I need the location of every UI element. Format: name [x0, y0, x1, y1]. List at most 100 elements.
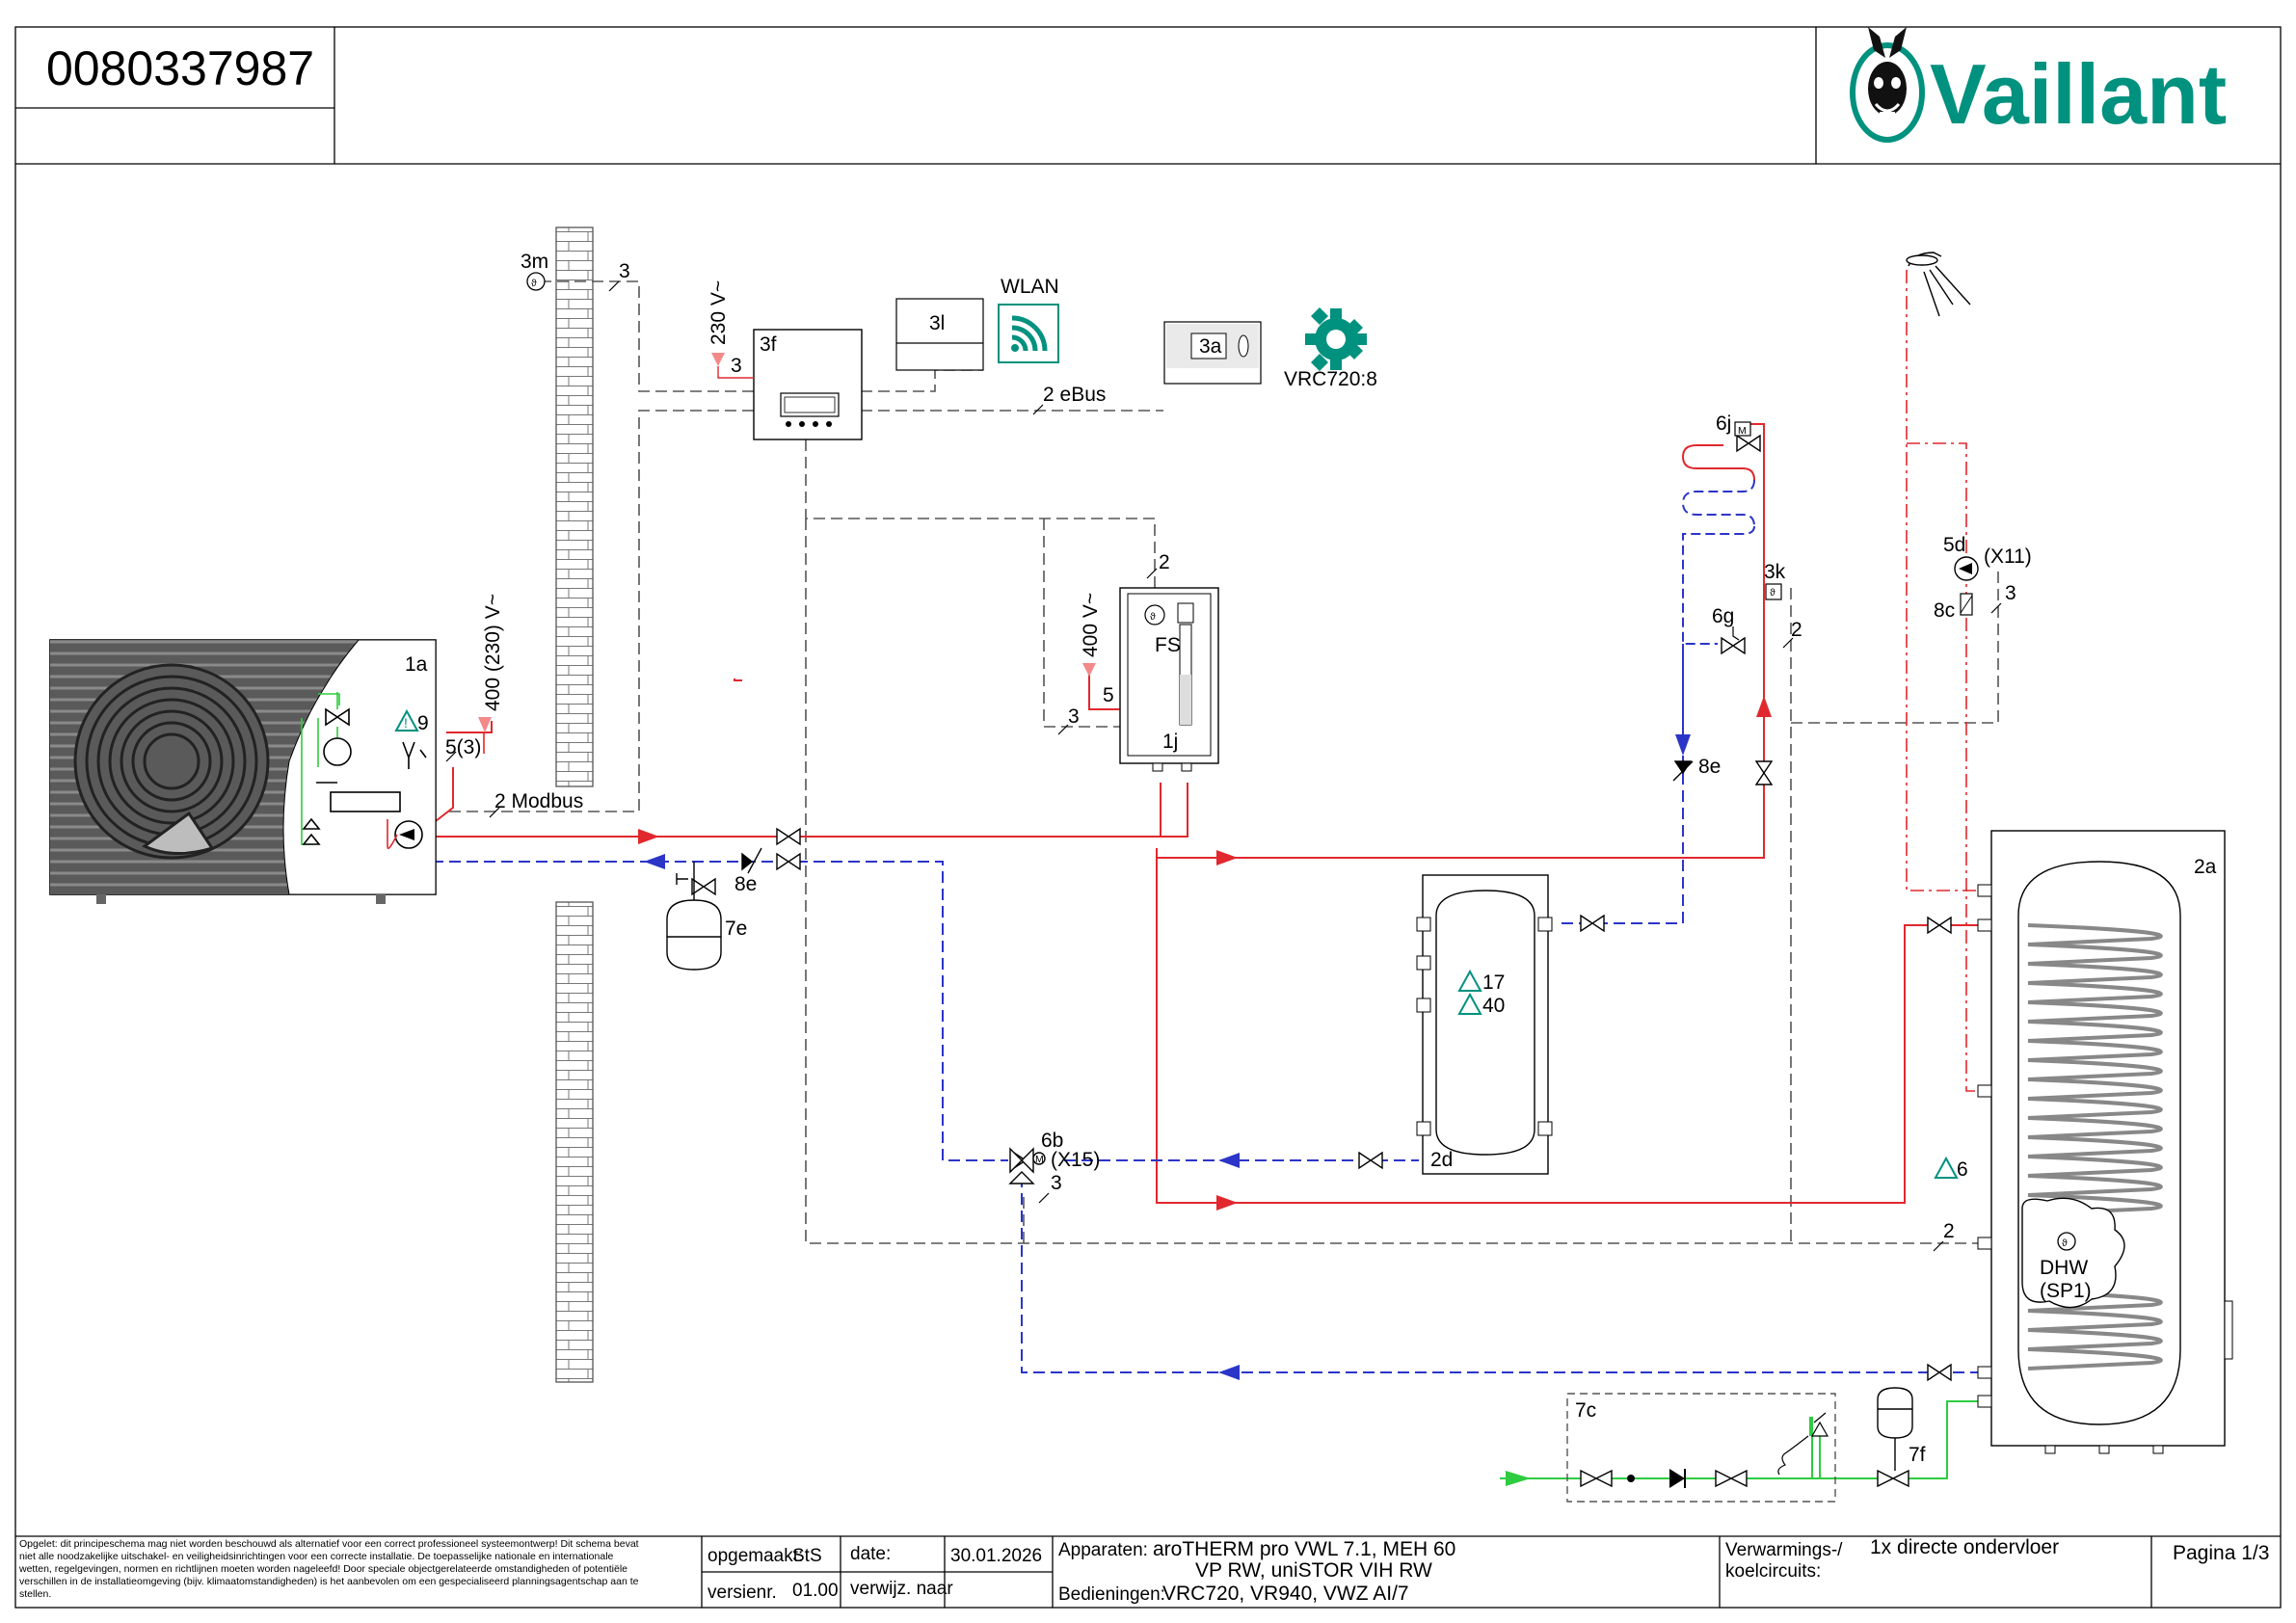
devices-line1: aroTHERM pro VWL 7.1, MEH 60	[1153, 1538, 1455, 1560]
disclaimer: Opgelet: dit principeschema mag niet wor…	[18, 1538, 639, 1600]
controller-3f	[753, 329, 863, 440]
temp-sensor-3k: ϑ	[1765, 583, 1782, 600]
brand-name: Vaillant	[1930, 46, 2227, 142]
warning-icon-17	[1457, 969, 1482, 992]
label-5: 5	[1103, 684, 1114, 706]
label-6g: 6g	[1712, 605, 1734, 627]
label-dhw: DHW	[2040, 1257, 2088, 1279]
made-value: StS	[792, 1546, 822, 1566]
label-3a: 3a	[1199, 335, 1222, 358]
heating-coil	[1681, 444, 1755, 645]
dhw-circulation-line	[1906, 270, 1986, 1092]
label-wlan: WLAN	[1001, 276, 1059, 298]
flow-arrows	[638, 696, 1772, 1486]
label-6b: 6b	[1041, 1130, 1063, 1152]
label-8e-right: 8e	[1698, 756, 1721, 778]
isolation-valves	[691, 434, 1952, 1488]
label-1a: 1a	[405, 653, 428, 676]
date-label: date:	[850, 1544, 891, 1564]
svg-text:Opgelet: dit principeschema ma: Opgelet: dit principeschema mag niet wor…	[19, 1538, 639, 1550]
label-7f: 7f	[1909, 1444, 1926, 1466]
label-2d: 2d	[1430, 1149, 1453, 1171]
module-3l	[895, 298, 984, 371]
title-block	[14, 26, 2282, 1609]
version-value: 01.00	[792, 1581, 839, 1601]
label-w9: 9	[417, 712, 429, 734]
label-3m: 3m	[521, 251, 548, 273]
label-x11: (X11)	[1984, 545, 2032, 568]
label-ebus: 2 eBus	[1043, 384, 1106, 406]
safety-group-7c	[1566, 1393, 1836, 1503]
power-feed-3f	[711, 353, 754, 379]
date-value: 30.01.2026	[950, 1546, 1042, 1566]
svg-text:ϑ: ϑ	[531, 278, 537, 289]
page-number: Pagina 1/3	[2173, 1542, 2269, 1564]
svg-text:verschillen in de installatieo: verschillen in de installatieomgeving (b…	[19, 1576, 639, 1587]
devices-line2: VP RW, uniSTOR VIH RW	[1195, 1559, 1432, 1582]
three-way-valve-6b	[1008, 1147, 1046, 1184]
label-3-d: 3	[2005, 582, 2016, 604]
label-8c: 8c	[1934, 599, 1955, 622]
label-2-fs: 2	[1159, 551, 1170, 573]
refrigerant-circuit	[301, 692, 427, 850]
expansion-vessel-7e	[666, 862, 722, 971]
label-400v: 400 V~	[1080, 593, 1102, 657]
expansion-vessel-7f	[1877, 1387, 1913, 1471]
outdoor-sensor-3m: ϑ	[526, 272, 546, 291]
circuits-label-1: Verwarmings-/	[1725, 1540, 1843, 1560]
label-5-3: 5(3)	[445, 736, 481, 758]
shower-icon	[1906, 252, 1971, 317]
label-7c: 7c	[1575, 1399, 1596, 1422]
label-w6: 6	[1957, 1158, 1968, 1181]
label-3k: 3k	[1764, 561, 1786, 583]
version-label: versienr.	[707, 1583, 777, 1603]
label-fs: FS	[1155, 634, 1181, 656]
controls-value: VRC720, VR940, VWZ AI/7	[1162, 1583, 1409, 1605]
circulation-pump-5d	[1954, 556, 1979, 616]
svg-text:niet alle noodzakelijke uitsch: niet alle noodzakelijke uitschakel- en v…	[19, 1551, 614, 1562]
fan-icon	[73, 663, 270, 860]
footer-grid	[15, 1535, 2281, 1608]
circuits-label-2: koelcircuits:	[1725, 1561, 1821, 1582]
buffer-tank-2d	[1416, 874, 1553, 1175]
mixing-valve-6j: M	[1734, 421, 1751, 437]
building-wall	[555, 226, 594, 1383]
label-w17: 17	[1482, 971, 1505, 994]
made-label: opgemaakt:	[707, 1546, 803, 1566]
hare-icon	[1868, 27, 1907, 131]
label-7e: 7e	[725, 918, 747, 940]
devices-label: Apparaten:	[1058, 1540, 1148, 1560]
hydraulic-station-1j: ϑ	[1119, 587, 1219, 772]
outdoor-unit-1a	[49, 639, 437, 904]
circuits-value: 1x directe ondervloer	[1870, 1536, 2059, 1558]
label-1j: 1j	[1162, 731, 1178, 753]
svg-text:M: M	[1738, 425, 1747, 437]
vaillant-logo: Vaillant	[1850, 27, 2227, 143]
warning-icon-6	[1934, 1156, 1959, 1179]
svg-text:stellen.: stellen.	[19, 1588, 51, 1600]
wlan-icon	[998, 304, 1059, 363]
label-400-230v: 400 (230) V~	[482, 594, 504, 711]
label-2a: 2a	[2194, 856, 2217, 878]
svg-text:ϑ: ϑ	[1770, 587, 1775, 599]
svg-text:ϑ: ϑ	[2062, 1237, 2068, 1249]
controls-label: Bedieningen:	[1058, 1584, 1165, 1605]
power-feed-1j	[1082, 663, 1096, 684]
svg-text:ϑ: ϑ	[1150, 611, 1156, 623]
drain-valve-8e	[741, 760, 1694, 874]
label-modbus: 2 Modbus	[494, 790, 583, 812]
label-3-c: 3	[1068, 705, 1080, 728]
gear-icon	[1305, 307, 1367, 371]
label-5d: 5d	[1943, 534, 1965, 556]
dhw-cylinder-2a: ϑ	[1977, 830, 2233, 1454]
ref-label: verwijz. naar	[850, 1579, 953, 1599]
label-x15: (X15)	[1051, 1149, 1100, 1171]
label-3-e: 3	[1051, 1172, 1062, 1194]
document-number: 0080337987	[46, 41, 314, 95]
label-8e-left: 8e	[734, 873, 757, 895]
room-controller-3a	[1163, 321, 1262, 385]
label-2-b: 2	[1791, 619, 1802, 641]
label-w40: 40	[1482, 995, 1505, 1017]
warning-icon-40	[1457, 992, 1482, 1015]
